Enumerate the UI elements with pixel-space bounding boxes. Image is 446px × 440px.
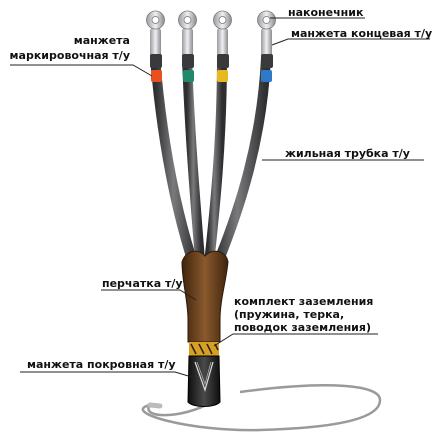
tube-2 (182, 53, 206, 277)
leader-manzheta-pokr (20, 371, 196, 379)
label-manzheta-mark-line2: маркировочная т/у (9, 49, 130, 62)
lug-4 (257, 10, 276, 58)
marker-band-red (151, 70, 162, 82)
label-manzheta-koncevaya: манжета концевая т/у (291, 27, 433, 40)
leader-manzheta-konc (271, 38, 430, 46)
leader-manzheta-mark (10, 64, 153, 77)
glove (181, 250, 229, 343)
label-manzheta-mark-line1: манжета (73, 34, 130, 47)
leader-lines (10, 17, 430, 379)
leader-perchatka (101, 289, 197, 301)
lug-2 (178, 10, 197, 58)
label-manzheta-pokrovnaya: манжета покровная т/у (27, 358, 176, 371)
conductor-tubes (150, 53, 271, 277)
ground-wire (141, 384, 382, 432)
lug-1 (146, 10, 165, 58)
lug-3 (213, 10, 232, 58)
marker-band-yellow (217, 70, 228, 82)
tube-4 (209, 53, 271, 277)
marker-band-blue (261, 70, 272, 82)
tube-1 (150, 53, 201, 277)
label-nakonechnik: наконечник (288, 6, 364, 19)
lugs (146, 10, 276, 58)
tube-3 (203, 53, 227, 277)
label-komplekt-line2: (пружина, терка, (234, 308, 345, 321)
marker-band-green (183, 70, 194, 82)
label-komplekt-line3: поводок заземления) (234, 321, 371, 334)
label-perchatka: перчатка т/у (102, 277, 183, 290)
label-zhilnaya-trubka: жильная трубка т/у (285, 147, 410, 160)
leader-komplekt (213, 333, 378, 347)
label-komplekt-line1: комплект заземления (234, 295, 374, 308)
